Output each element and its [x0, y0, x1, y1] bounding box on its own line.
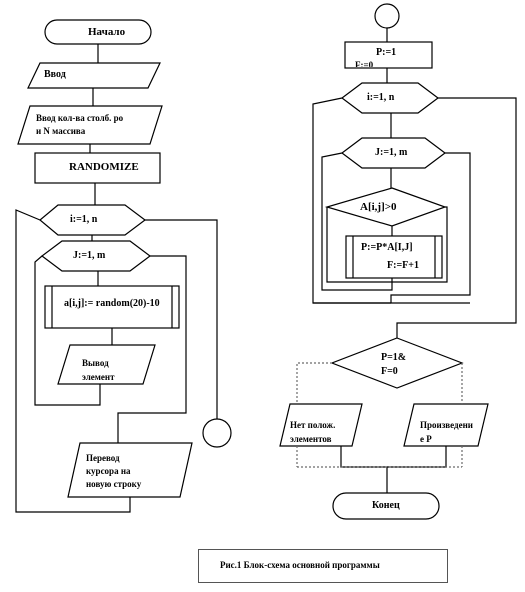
start-label: Начало: [88, 26, 126, 38]
loop-j-left-hexagon: [41, 240, 151, 272]
figure-caption: Рис.1 Блок-схема основной программы: [220, 560, 380, 570]
compute-p-label: P:=P*A[I,J]: [361, 242, 413, 253]
compute-process: [345, 235, 443, 279]
input-parallelogram: [27, 62, 161, 89]
input-size-label: Ввод кол-ва столб. ро и N массива: [36, 113, 124, 136]
no-positive-parallelogram: [279, 403, 363, 447]
newline-parallelogram: [67, 442, 193, 498]
newline-label: Перевод курсора на новую строку: [86, 453, 142, 489]
product-parallelogram: [403, 403, 489, 447]
loop-j-right-label: J:=1, m: [375, 147, 408, 158]
final-condition-label: P=1& F=0: [381, 352, 407, 377]
connector-top: [374, 3, 400, 29]
output-element-label: Вывод элемент: [82, 358, 115, 382]
input-label: Ввод: [44, 69, 66, 80]
no-positive-label: Нет полож. элементов: [290, 420, 336, 444]
input-size-parallelogram: [17, 105, 163, 145]
compute-f-label: F:=F+1: [387, 260, 419, 271]
product-label: Произведени е P: [420, 420, 473, 444]
init-p-label: P:=1: [376, 47, 397, 58]
output-element-parallelogram: [57, 344, 156, 385]
randomize-label: RANDOMIZE: [69, 161, 139, 173]
end-label: Конец: [372, 500, 400, 511]
randomize-process: [34, 152, 161, 184]
loop-i-right-label: i:=1, n: [367, 92, 395, 103]
init-process: [344, 41, 433, 69]
loop-i-left-label: i:=1, n: [70, 214, 98, 225]
assign-random-label: a[i,j]:= random(20)-10: [64, 298, 160, 309]
connector-left: [202, 418, 232, 448]
loop-j-left-label: J:=1, m: [73, 250, 106, 261]
caption-box: [198, 549, 448, 583]
final-condition-diamond: [330, 337, 464, 389]
end-terminator: [332, 492, 440, 520]
init-f-label: F:=0: [355, 61, 374, 67]
condition-label: A[i,j]>0: [360, 201, 397, 213]
